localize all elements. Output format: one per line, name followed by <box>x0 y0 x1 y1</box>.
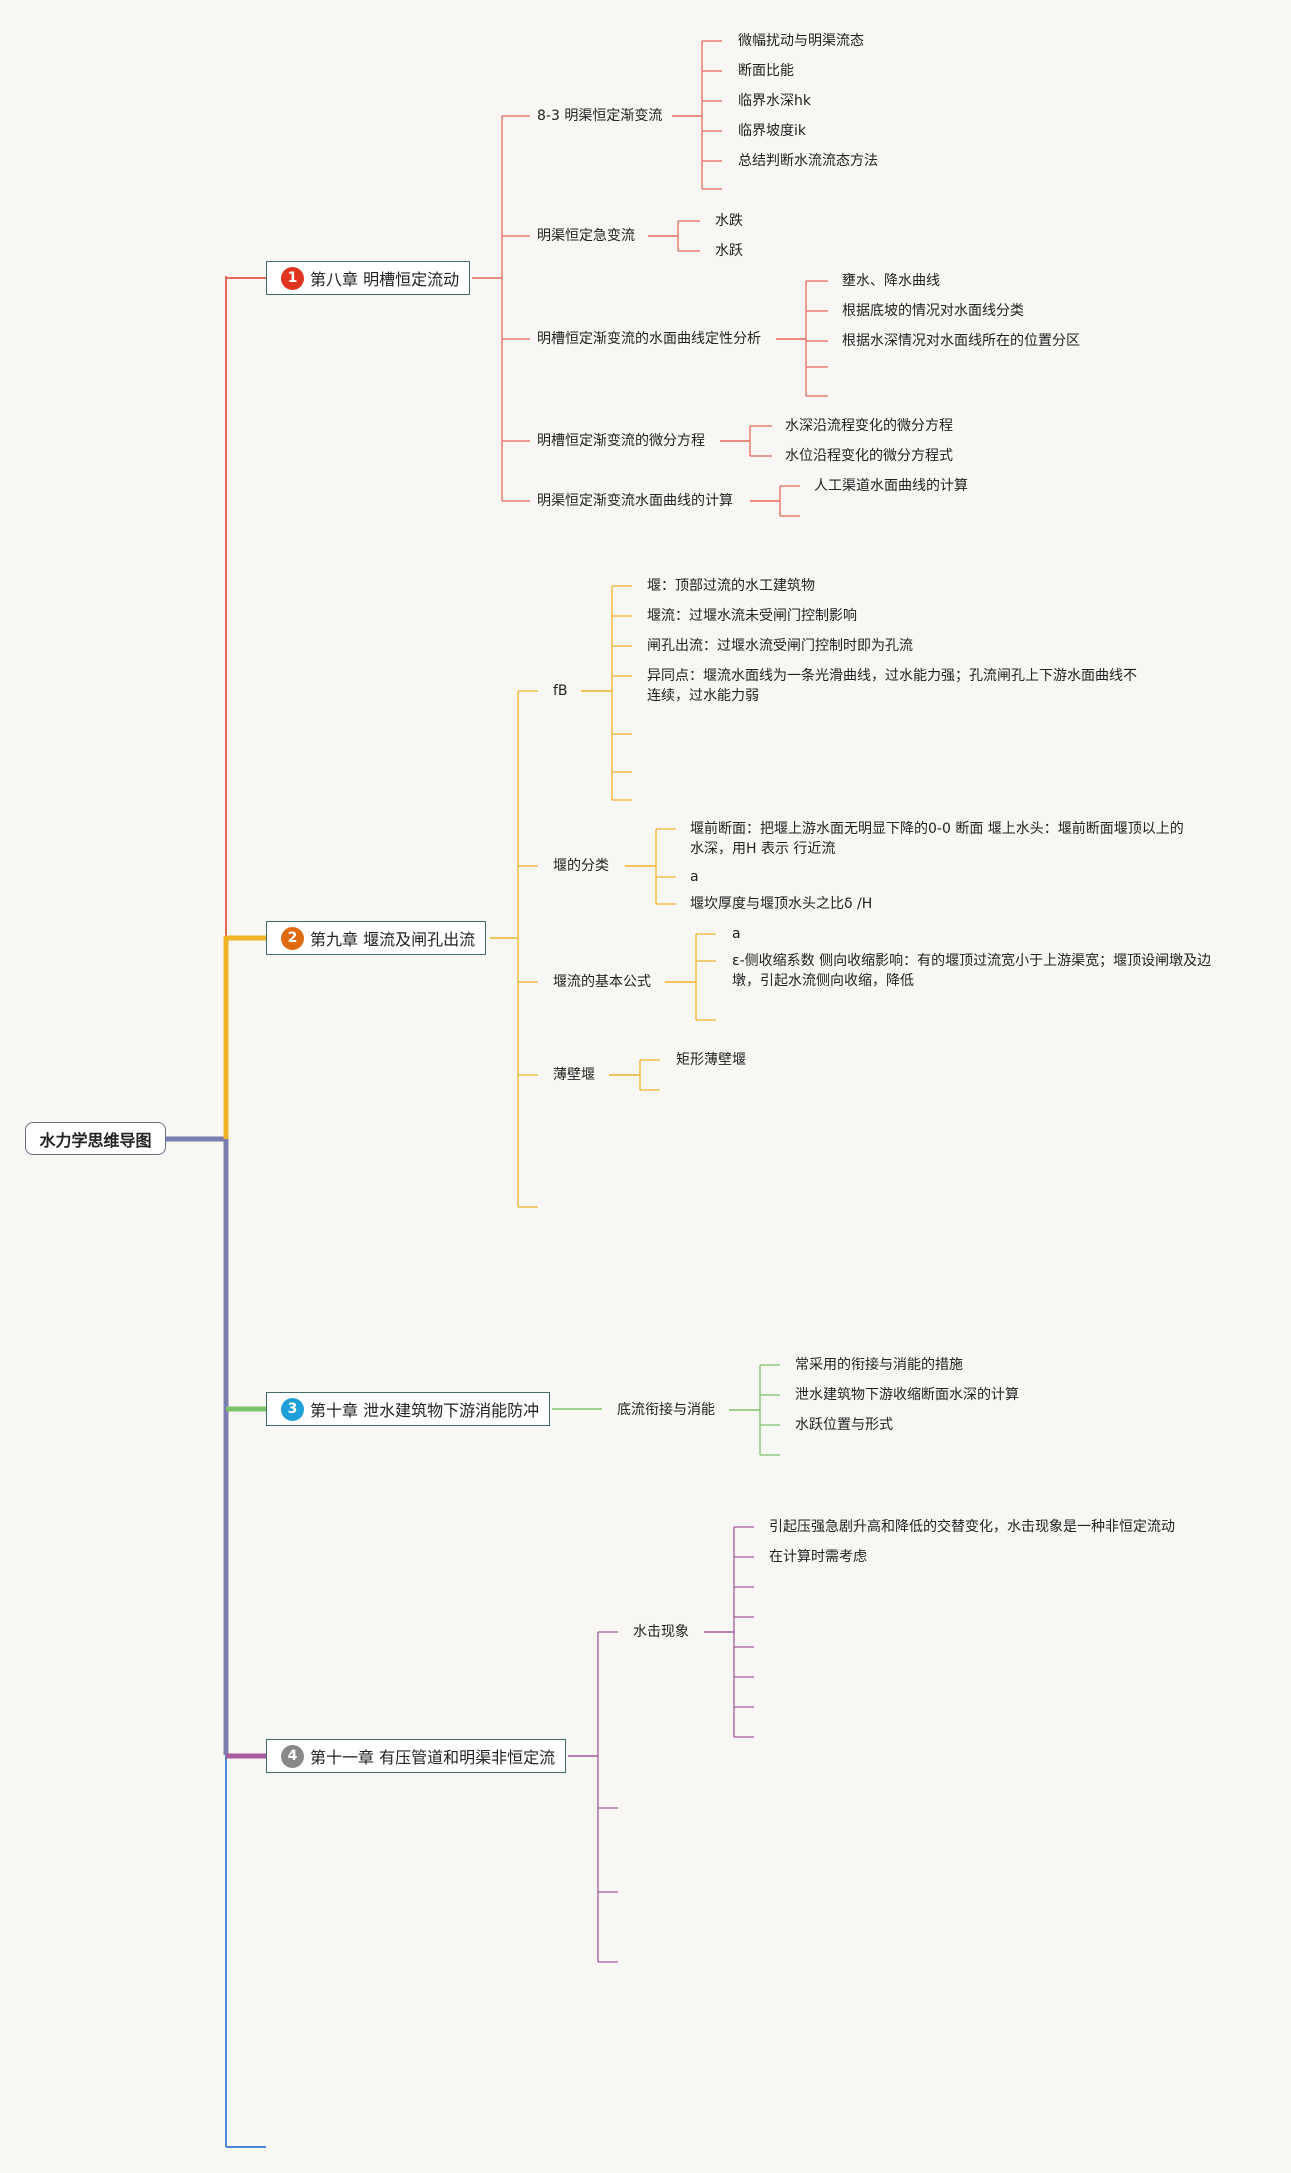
root-node[interactable]: 水力学思维导图 <box>25 1122 166 1155</box>
leaf-item[interactable]: 人工渠道水面曲线的计算 <box>814 478 968 494</box>
chapter-title: 第八章 明槽恒定流动 <box>310 270 460 289</box>
chapter-number-badge: 1 <box>281 266 304 290</box>
chapter-9-node[interactable]: 2 第九章 堰流及闸孔出流 <box>266 921 487 955</box>
leaf-item[interactable]: 根据底坡的情况对水面线分类 <box>842 303 1024 319</box>
leaf-item[interactable]: 堰：顶部过流的水工建筑物 <box>647 578 815 594</box>
chapter-11-node[interactable]: 4 第十一章 有压管道和明渠非恒定流 <box>266 1739 567 1773</box>
leaf-item[interactable]: 壅水、降水曲线 <box>842 273 940 289</box>
leaf-item[interactable]: 引起压强急剧升高和降低的交替变化，水击现象是一种非恒定流动 <box>769 1519 1175 1535</box>
leaf-item[interactable]: a <box>690 869 699 885</box>
leaf-item[interactable]: 矩形薄壁堰 <box>676 1052 746 1068</box>
leaf-item[interactable]: 微幅扰动与明渠流态 <box>738 33 864 49</box>
leaf-item[interactable]: 临界坡度ik <box>738 123 806 139</box>
leaf-item[interactable]: 闸孔出流：过堰水流受闸门控制时即为孔流 <box>647 638 913 654</box>
leaf-item[interactable]: 异同点：堰流水面线为一条光滑曲线，过水能力强；孔流闸孔上下游水面曲线不连续，过水… <box>647 668 1137 704</box>
leaf-item[interactable]: 泄水建筑物下游收缩断面水深的计算 <box>795 1387 1019 1403</box>
leaf-item[interactable]: ε-侧收缩系数 侧向收缩影响：有的堰顶过流宽小于上游渠宽；堰顶设闸墩及边墩，引起… <box>732 953 1212 989</box>
topic-label[interactable]: 明槽恒定渐变流的水面曲线定性分析 <box>537 331 761 347</box>
leaf-item[interactable]: 常采用的衔接与消能的措施 <box>795 1357 963 1373</box>
leaf-item[interactable]: 水跃位置与形式 <box>795 1417 893 1433</box>
topic-label[interactable]: 底流衔接与消能 <box>617 1402 715 1418</box>
leaf-item[interactable]: 堰前断面：把堰上游水面无明显下降的0-0 断面 堰上水头：堰前断面堰顶以上的水深… <box>690 821 1184 857</box>
chapter-number-badge: 2 <box>281 926 304 950</box>
chapter-title: 第九章 堰流及闸孔出流 <box>310 930 476 949</box>
leaf-item[interactable]: 临界水深hk <box>738 93 811 109</box>
leaf-item[interactable]: 水跌 <box>715 213 743 229</box>
chapter-8-node[interactable]: 1 第八章 明槽恒定流动 <box>266 261 471 295</box>
leaf-item[interactable]: 总结判断水流流态方法 <box>738 153 878 169</box>
leaf-item[interactable]: 断面比能 <box>738 63 794 79</box>
chapter-number-badge: 4 <box>281 1744 304 1768</box>
leaf-item[interactable]: 水位沿程变化的微分方程式 <box>785 448 953 464</box>
leaf-item[interactable]: 水深沿流程变化的微分方程 <box>785 418 953 434</box>
leaf-item[interactable]: 在计算时需考虑 <box>769 1549 867 1565</box>
chapter-title: 第十一章 有压管道和明渠非恒定流 <box>310 1748 556 1767</box>
chapter-10-node[interactable]: 3 第十章 泄水建筑物下游消能防冲 <box>266 1392 551 1426</box>
leaf-item[interactable]: a <box>732 926 741 942</box>
topic-label[interactable]: fB <box>553 683 568 699</box>
chapter-title: 第十章 泄水建筑物下游消能防冲 <box>310 1401 540 1420</box>
topic-label[interactable]: 水击现象 <box>633 1624 689 1640</box>
topic-label[interactable]: 明渠恒定渐变流水面曲线的计算 <box>537 493 733 509</box>
topic-label[interactable]: 明渠恒定急变流 <box>537 228 635 244</box>
topic-label[interactable]: 薄壁堰 <box>553 1067 595 1083</box>
leaf-item[interactable]: 根据水深情况对水面线所在的位置分区 <box>842 333 1080 349</box>
topic-label[interactable]: 堰的分类 <box>553 858 609 874</box>
root-label: 水力学思维导图 <box>39 1130 152 1150</box>
leaf-item[interactable]: 堰坎厚度与堰顶水头之比δ /H <box>690 896 873 912</box>
topic-label[interactable]: 堰流的基本公式 <box>553 974 651 990</box>
leaf-item[interactable]: 水跃 <box>715 243 743 259</box>
chapter-number-badge: 3 <box>281 1397 304 1421</box>
topic-label[interactable]: 明槽恒定渐变流的微分方程 <box>537 433 705 449</box>
topic-label[interactable]: 8-3 明渠恒定渐变流 <box>537 108 663 124</box>
leaf-item[interactable]: 堰流：过堰水流未受闸门控制影响 <box>647 608 857 624</box>
